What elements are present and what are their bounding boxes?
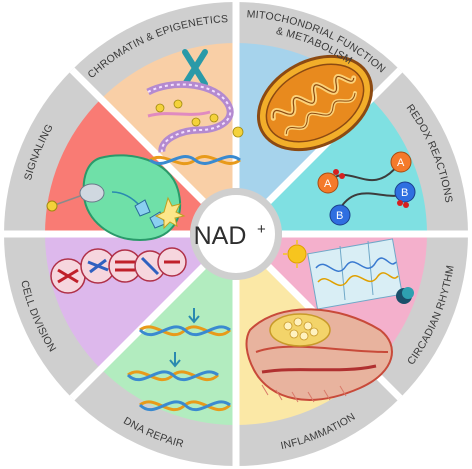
redox-icon: A A B B	[317, 151, 416, 226]
svg-text:A: A	[397, 157, 405, 169]
svg-text:B: B	[336, 210, 343, 222]
segment-redox-reactions	[236, 98, 427, 235]
center-disc	[197, 195, 275, 273]
dna-helix-icon	[126, 308, 232, 412]
mitochondrion-icon	[256, 54, 374, 152]
center-label-text: NAD	[194, 222, 247, 250]
segment-illustrations: A A B B	[46, 49, 416, 412]
chromosome-icon	[50, 247, 187, 294]
sun-moon-icon	[283, 238, 414, 310]
cell-signaling-icon	[46, 154, 186, 242]
segment-divider	[69, 264, 206, 401]
chromatin-icon	[146, 49, 244, 166]
segment-divider	[69, 67, 206, 204]
inflamed-tissue-icon	[245, 308, 393, 403]
svg-text:A: A	[324, 178, 332, 190]
svg-text:B: B	[401, 187, 408, 199]
center-label: NAD	[194, 222, 247, 250]
center-label-superscript: +	[257, 221, 266, 238]
